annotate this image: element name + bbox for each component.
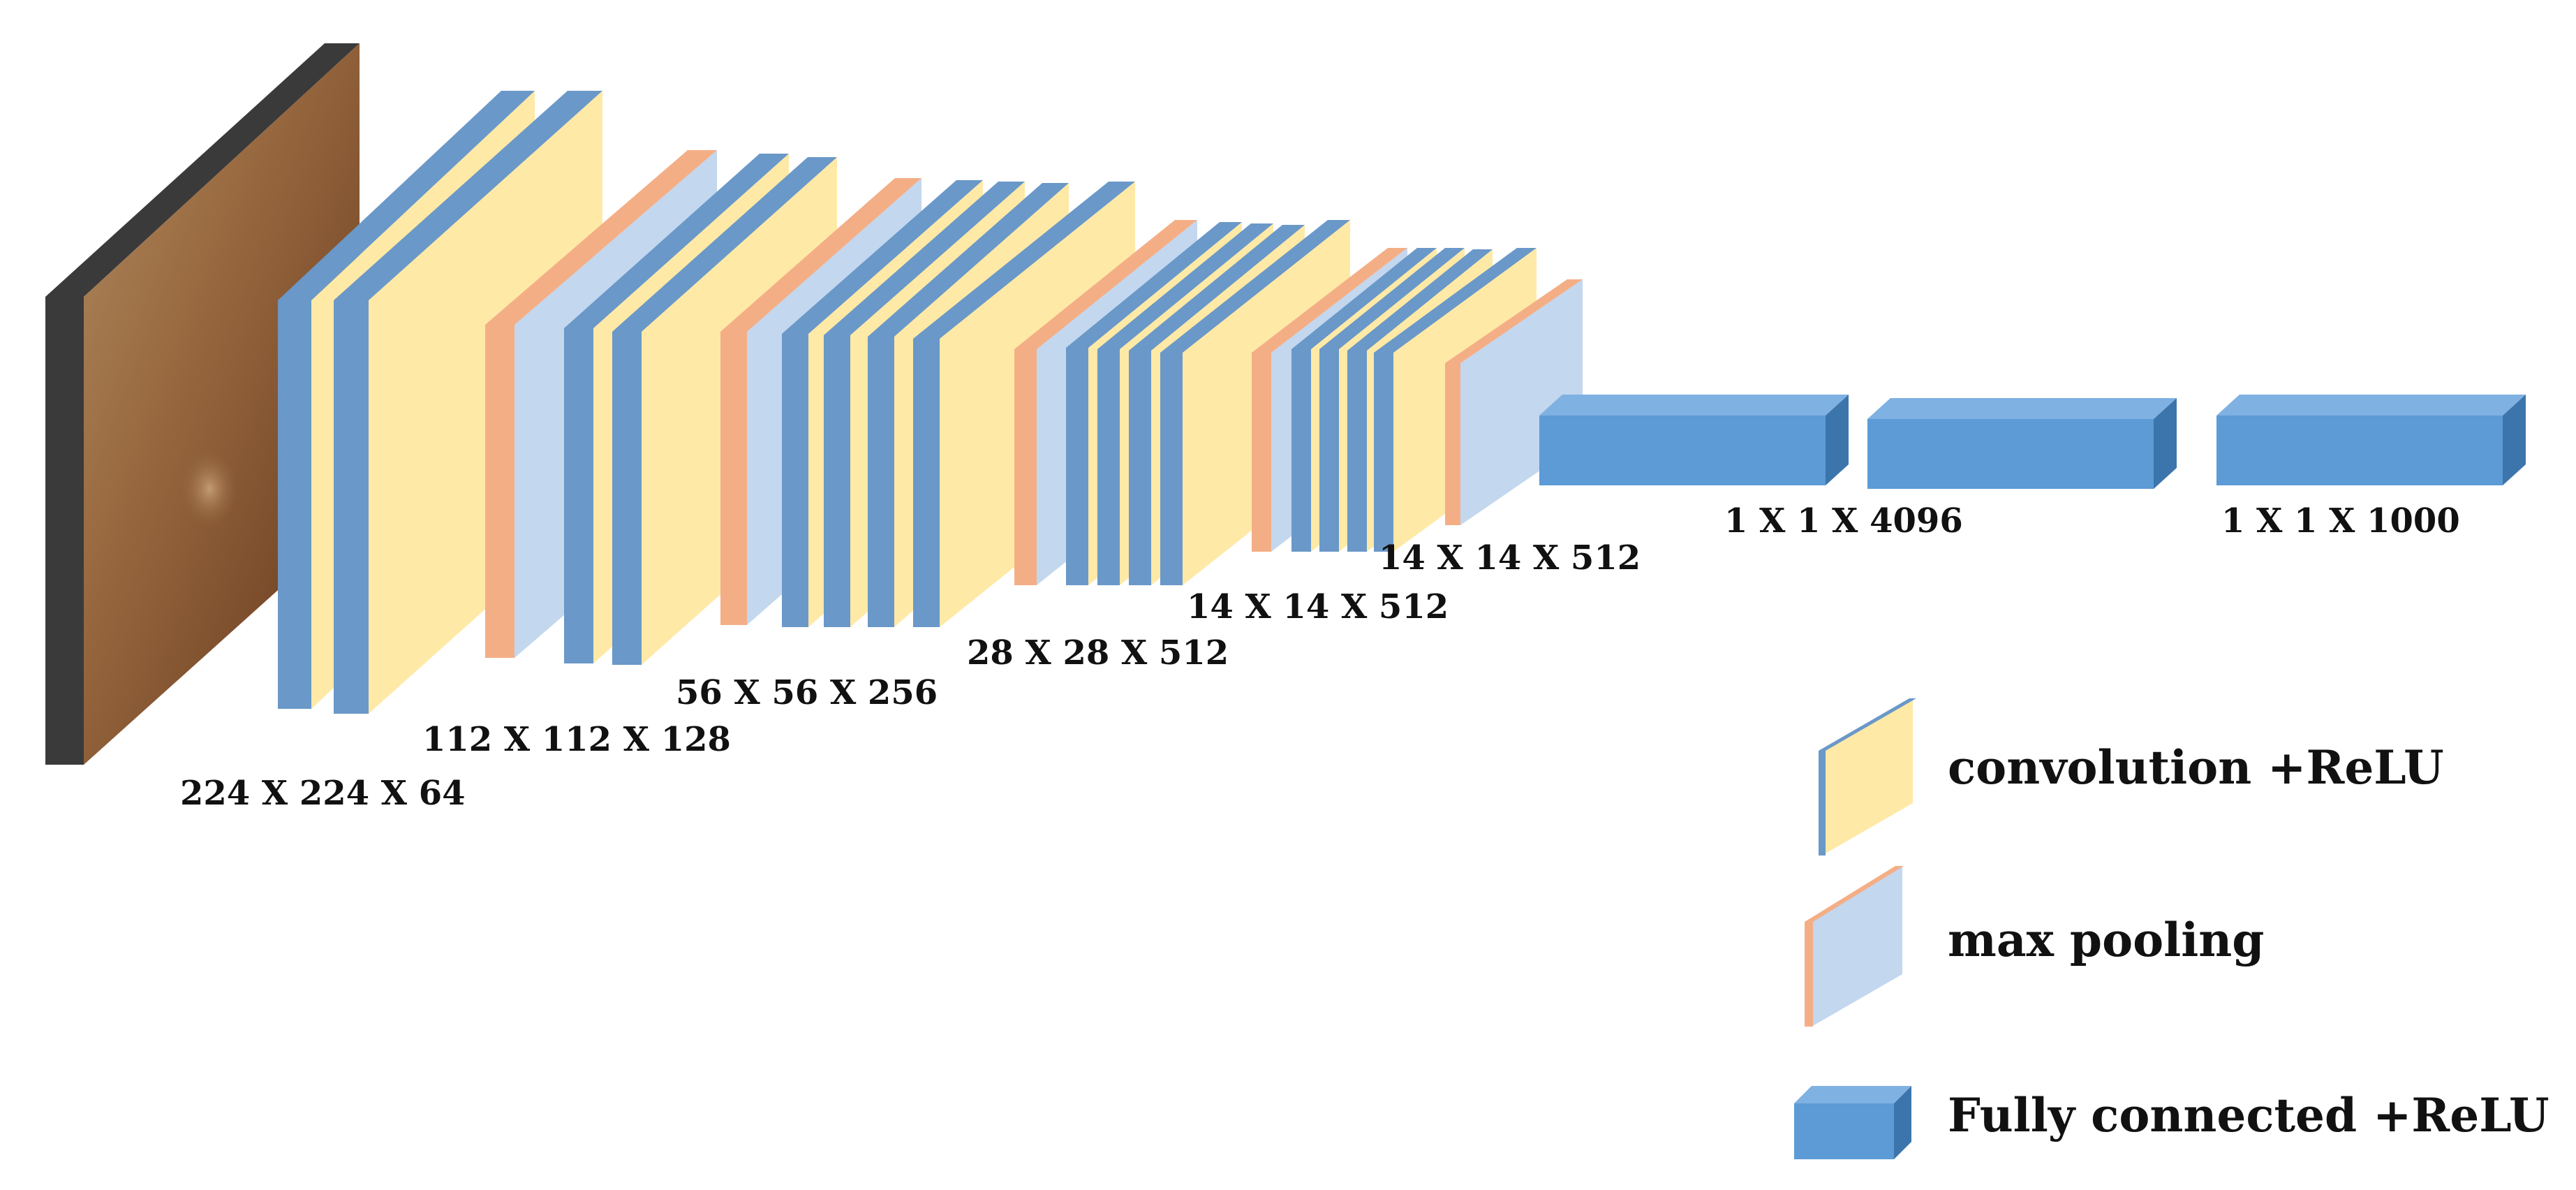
- pool2-edge-top: [720, 178, 921, 332]
- conv3-1-edge-top: [782, 180, 983, 334]
- fully-connected-relu-icon-top: [1794, 1086, 1911, 1103]
- conv4-4-edge: [1160, 353, 1183, 585]
- dim-label-56x56x256: 56 X 56 X 256: [676, 673, 938, 712]
- conv5-2-edge-top: [1319, 248, 1465, 349]
- conv4-3-edge-top: [1129, 225, 1305, 351]
- pool5-face: [1460, 279, 1583, 525]
- input-image-edge: [45, 297, 84, 765]
- conv3-3-edge: [868, 337, 894, 627]
- conv1-2-edge-top: [334, 91, 602, 300]
- conv5-1-edge: [1291, 349, 1311, 552]
- conv4-2-edge: [1097, 349, 1120, 585]
- conv5-3-edge-top: [1347, 249, 1493, 351]
- conv4-3-edge: [1129, 351, 1151, 585]
- conv3-1-edge: [782, 334, 808, 627]
- conv3-4-edge-top: [913, 182, 1135, 339]
- max-pooling-icon-edge-top: [1805, 866, 1904, 922]
- conv5-4-edge-top: [1374, 248, 1537, 353]
- dim-label-112x112x128: 112 X 112 X 128: [422, 720, 731, 759]
- input-image-icon: [182, 450, 237, 527]
- pool1-edge-top: [485, 150, 717, 325]
- fc2-top: [1867, 398, 2177, 419]
- fully-connected-relu-icon: [1794, 1103, 1894, 1159]
- conv4-1-edge: [1066, 348, 1088, 585]
- max-pooling-icon: [1805, 922, 1813, 1027]
- conv2-2-edge: [612, 332, 642, 665]
- conv1-1-edge-top: [278, 91, 535, 300]
- legend-label-max-pooling: max pooling: [1948, 913, 2265, 967]
- fc1-side: [1826, 395, 1849, 485]
- pool2-edge: [720, 332, 747, 625]
- conv5-2-edge: [1319, 349, 1339, 552]
- convolution-relu-icon: [1819, 751, 1826, 855]
- dim-label-14x14x512-block4: 14 X 14 X 512: [1187, 587, 1449, 626]
- fc1-front: [1539, 416, 1826, 485]
- fc3-side: [2503, 395, 2526, 485]
- convolution-relu-icon-face: [1822, 698, 1913, 855]
- fc2-side: [2154, 398, 2177, 489]
- conv2-1-edge-top: [564, 154, 789, 328]
- dim-label-14x14x512-block5: 14 X 14 X 512: [1379, 538, 1641, 578]
- pool4-edge: [1252, 353, 1271, 552]
- legend-label-convolution: convolution +ReLU: [1948, 740, 2444, 795]
- dim-label-fc-4096: 1 X 1 X 4096: [1724, 501, 1963, 541]
- max-pooling-icon-face: [1812, 866, 1902, 1027]
- pool3-edge: [1014, 349, 1037, 585]
- conv4-1-edge-top: [1066, 222, 1242, 348]
- conv2-2-edge-top: [612, 157, 837, 332]
- dim-label-28x28x512: 28 X 28 X 512: [967, 633, 1229, 673]
- fully-connected-relu-icon-side: [1894, 1086, 1911, 1159]
- pool3-edge-top: [1014, 220, 1197, 349]
- fc3-front: [2216, 416, 2503, 485]
- conv3-3-edge-top: [868, 183, 1069, 337]
- pool4-edge-top: [1252, 248, 1407, 353]
- conv2-1-edge: [564, 328, 593, 663]
- conv4-4-edge-top: [1160, 220, 1350, 353]
- conv5-4-edge: [1374, 353, 1393, 552]
- conv1-1-edge: [278, 300, 311, 709]
- fc2-front: [1867, 419, 2154, 489]
- conv3-2-edge-top: [824, 182, 1025, 335]
- input-image-face: [84, 43, 360, 765]
- conv3-2-edge: [824, 335, 850, 627]
- pool1-edge: [485, 325, 515, 658]
- dim-label-224x224x64: 224 X 224 X 64: [180, 774, 466, 813]
- conv1-2-edge: [334, 300, 369, 714]
- fc1-top: [1539, 395, 1849, 416]
- conv5-1-edge-top: [1291, 248, 1437, 349]
- conv5-3-edge: [1347, 351, 1367, 552]
- conv4-2-edge-top: [1097, 223, 1273, 349]
- input-image-edge-top: [45, 43, 360, 297]
- conv3-4-edge: [913, 339, 940, 627]
- pool5-edge-top: [1445, 279, 1583, 363]
- dim-label-fc-1000: 1 X 1 X 1000: [2221, 501, 2460, 541]
- pool5-edge: [1445, 363, 1460, 525]
- convolution-relu-icon-edge-top: [1819, 698, 1916, 751]
- legend-label-fully-connected: Fully connected +ReLU: [1948, 1088, 2549, 1143]
- fc3-top: [2216, 395, 2526, 416]
